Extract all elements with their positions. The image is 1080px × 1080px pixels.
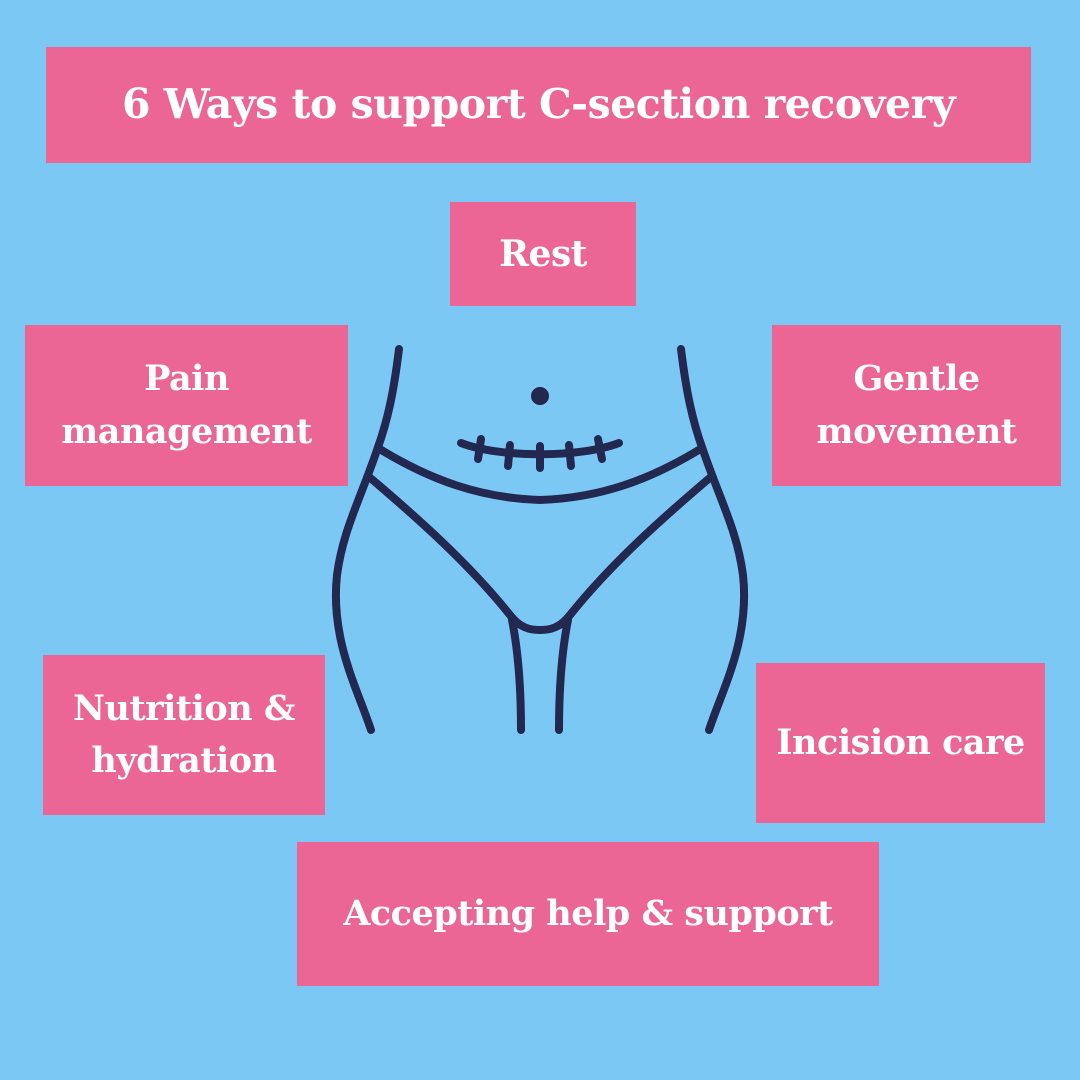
tip-pain-management: Pain management: [25, 325, 348, 486]
tip-label: Rest: [499, 233, 587, 275]
tip-label: Incision care: [776, 721, 1025, 763]
tip-rest: Rest: [450, 202, 636, 306]
tip-label: management: [61, 410, 312, 452]
stitches: [474, 435, 606, 472]
right-inner-thigh: [555, 616, 572, 734]
tip-accepting-help: Accepting help & support: [297, 842, 879, 986]
tip-label: Pain: [144, 358, 229, 399]
left-hip-outline: [331, 345, 403, 734]
underwear-leg-line: [364, 472, 716, 634]
tip-label: movement: [816, 410, 1017, 452]
tip-label: Nutrition &: [73, 687, 295, 729]
waistband: [374, 444, 706, 504]
tip-label: hydration: [91, 740, 277, 781]
left-inner-thigh: [508, 616, 525, 734]
page-title: 6 Ways to support C-section recovery: [121, 80, 956, 129]
tip-label: Gentle: [853, 358, 980, 399]
tip-nutrition-hydration: Nutrition & hydration: [43, 655, 325, 815]
tip-incision-care: Incision care: [756, 663, 1045, 823]
navel: [531, 387, 549, 405]
tip-gentle-movement: Gentle movement: [772, 325, 1061, 486]
right-hip-outline: [677, 345, 749, 734]
tip-label: Accepting help & support: [343, 892, 833, 934]
title-banner: 6 Ways to support C-section recovery: [46, 47, 1031, 163]
